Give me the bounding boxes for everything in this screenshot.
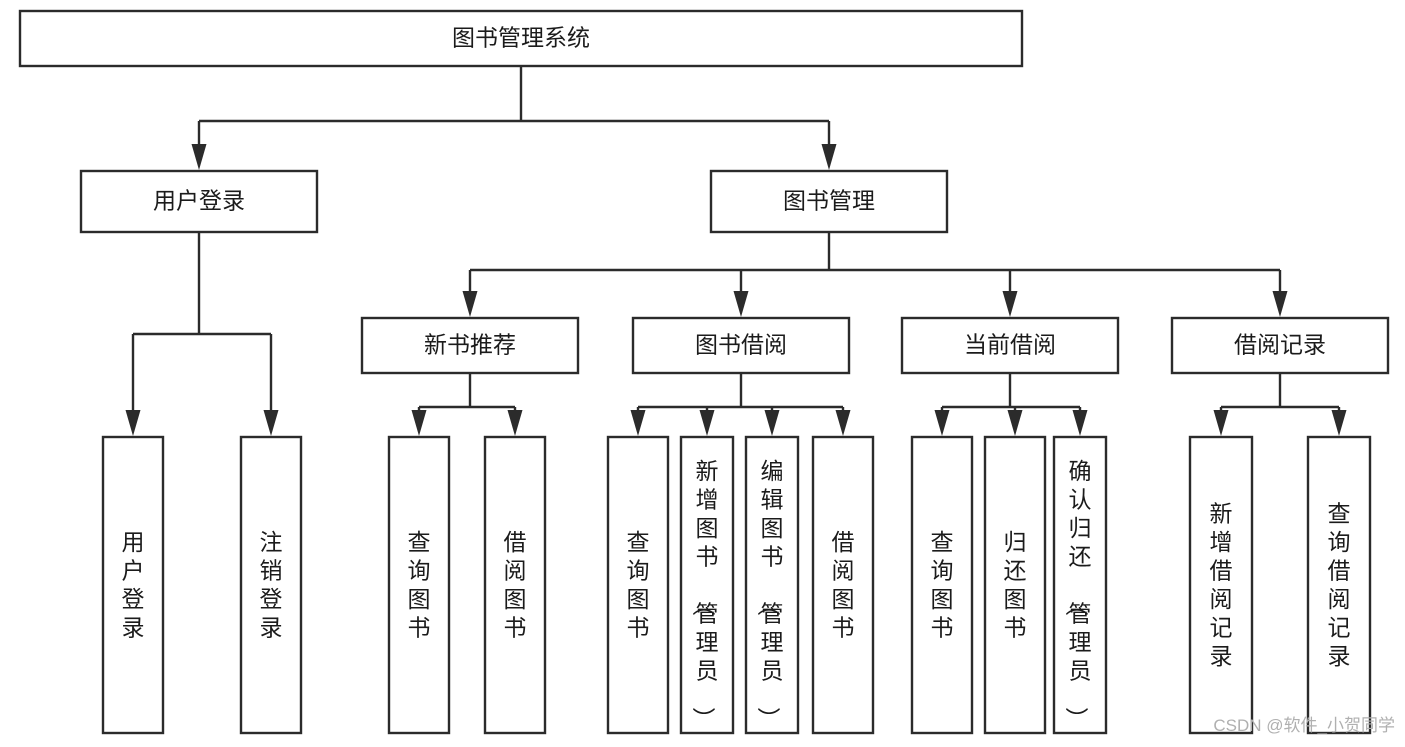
node-box[interactable] [606, 435, 670, 735]
node-label: 查询图书 [627, 529, 650, 641]
node-user-login[interactable]: 用户登录 [79, 169, 319, 234]
node-box[interactable] [910, 435, 974, 735]
arrow-head-icon [699, 410, 715, 436]
node-borrow-record[interactable]: 借阅记录 [1170, 316, 1390, 375]
watermark-layer: CSDN @软件_小贺同学 [1213, 716, 1395, 735]
node-box[interactable] [900, 316, 1120, 375]
node-leaf-add-book[interactable]: 新增图书（管理员） [679, 435, 735, 735]
node-new-book-rec[interactable]: 新书推荐 [360, 316, 580, 375]
node-label: 查询借阅记录 [1328, 501, 1351, 670]
arrow-head-icon [764, 410, 780, 436]
node-book-manage[interactable]: 图书管理 [709, 169, 949, 234]
node-box[interactable] [679, 435, 735, 735]
node-leaf-query-record[interactable]: 查询借阅记录 [1306, 435, 1372, 735]
node-label: 新增图书（管理员） [691, 458, 719, 730]
node-box[interactable] [101, 435, 165, 735]
node-box[interactable] [18, 9, 1024, 68]
node-box[interactable] [79, 169, 319, 234]
node-root[interactable]: 图书管理系统 [18, 9, 1024, 68]
node-label: 借阅图书 [832, 529, 855, 641]
node-label: 编辑图书（管理员） [756, 458, 784, 730]
node-box[interactable] [483, 435, 547, 735]
node-label: 借阅记录 [1234, 332, 1326, 358]
node-box[interactable] [744, 435, 800, 735]
node-label: 图书管理 [783, 188, 875, 214]
node-box[interactable] [631, 316, 851, 375]
node-label: 当前借阅 [964, 332, 1056, 358]
node-label: 注销登录 [260, 529, 283, 641]
node-label: 图书管理系统 [452, 25, 590, 51]
edge-group [630, 373, 851, 436]
node-label: 确认归还（管理员） [1064, 458, 1092, 730]
node-label: 新书推荐 [424, 332, 516, 358]
node-box[interactable] [387, 435, 451, 735]
edge-group [125, 232, 279, 436]
node-label: 查询图书 [931, 529, 954, 641]
arrow-head-icon [1331, 410, 1347, 436]
csdn-watermark: CSDN @软件_小贺同学 [1213, 716, 1395, 735]
node-leaf-query-book-1[interactable]: 查询图书 [387, 435, 451, 735]
node-label: 借阅图书 [504, 529, 527, 641]
edge-group [462, 232, 1288, 317]
node-leaf-borrow-book-1[interactable]: 借阅图书 [483, 435, 547, 735]
arrow-head-icon [733, 291, 749, 317]
arrow-head-icon [191, 144, 207, 170]
node-label: 用户登录 [122, 529, 145, 641]
node-label: 归还图书 [1004, 529, 1027, 641]
node-box[interactable] [239, 435, 303, 735]
node-box[interactable] [360, 316, 580, 375]
node-leaf-return-book[interactable]: 归还图书 [983, 435, 1047, 735]
arrow-head-icon [835, 410, 851, 436]
node-box[interactable] [1170, 316, 1390, 375]
arrow-head-icon [630, 410, 646, 436]
arrow-head-icon [462, 291, 478, 317]
edge-group [411, 373, 523, 436]
node-layer: 图书管理系统用户登录图书管理新书推荐图书借阅当前借阅借阅记录用户登录注销登录查询… [18, 9, 1390, 735]
arrow-head-icon [1272, 291, 1288, 317]
node-leaf-query-book-3[interactable]: 查询图书 [910, 435, 974, 735]
arrow-head-icon [821, 144, 837, 170]
node-label: 用户登录 [153, 188, 245, 214]
node-book-borrow[interactable]: 图书借阅 [631, 316, 851, 375]
node-leaf-add-record[interactable]: 新增借阅记录 [1188, 435, 1254, 735]
node-box[interactable] [983, 435, 1047, 735]
node-current-borrow[interactable]: 当前借阅 [900, 316, 1120, 375]
node-label: 查询图书 [408, 529, 431, 641]
arrow-head-icon [507, 410, 523, 436]
node-box[interactable] [1052, 435, 1108, 735]
edge-layer [125, 66, 1347, 436]
node-leaf-user-logout[interactable]: 注销登录 [239, 435, 303, 735]
node-box[interactable] [1188, 435, 1254, 735]
arrow-head-icon [411, 410, 427, 436]
arrow-head-icon [1213, 410, 1229, 436]
edge-group [934, 373, 1088, 436]
node-box[interactable] [811, 435, 875, 735]
node-leaf-borrow-book-2[interactable]: 借阅图书 [811, 435, 875, 735]
arrow-head-icon [1002, 291, 1018, 317]
edge-group [191, 66, 837, 170]
node-box[interactable] [1306, 435, 1372, 735]
edge-group [1213, 373, 1347, 436]
node-leaf-user-login[interactable]: 用户登录 [101, 435, 165, 735]
arrow-head-icon [1072, 410, 1088, 436]
node-label: 新增借阅记录 [1210, 501, 1233, 670]
arrow-head-icon [125, 410, 141, 436]
node-label: 图书借阅 [695, 332, 787, 358]
node-leaf-query-book-2[interactable]: 查询图书 [606, 435, 670, 735]
arrow-head-icon [1007, 410, 1023, 436]
arrow-head-icon [263, 410, 279, 436]
arrow-head-icon [934, 410, 950, 436]
node-leaf-confirm-return[interactable]: 确认归还（管理员） [1052, 435, 1108, 735]
node-leaf-edit-book[interactable]: 编辑图书（管理员） [744, 435, 800, 735]
node-box[interactable] [709, 169, 949, 234]
